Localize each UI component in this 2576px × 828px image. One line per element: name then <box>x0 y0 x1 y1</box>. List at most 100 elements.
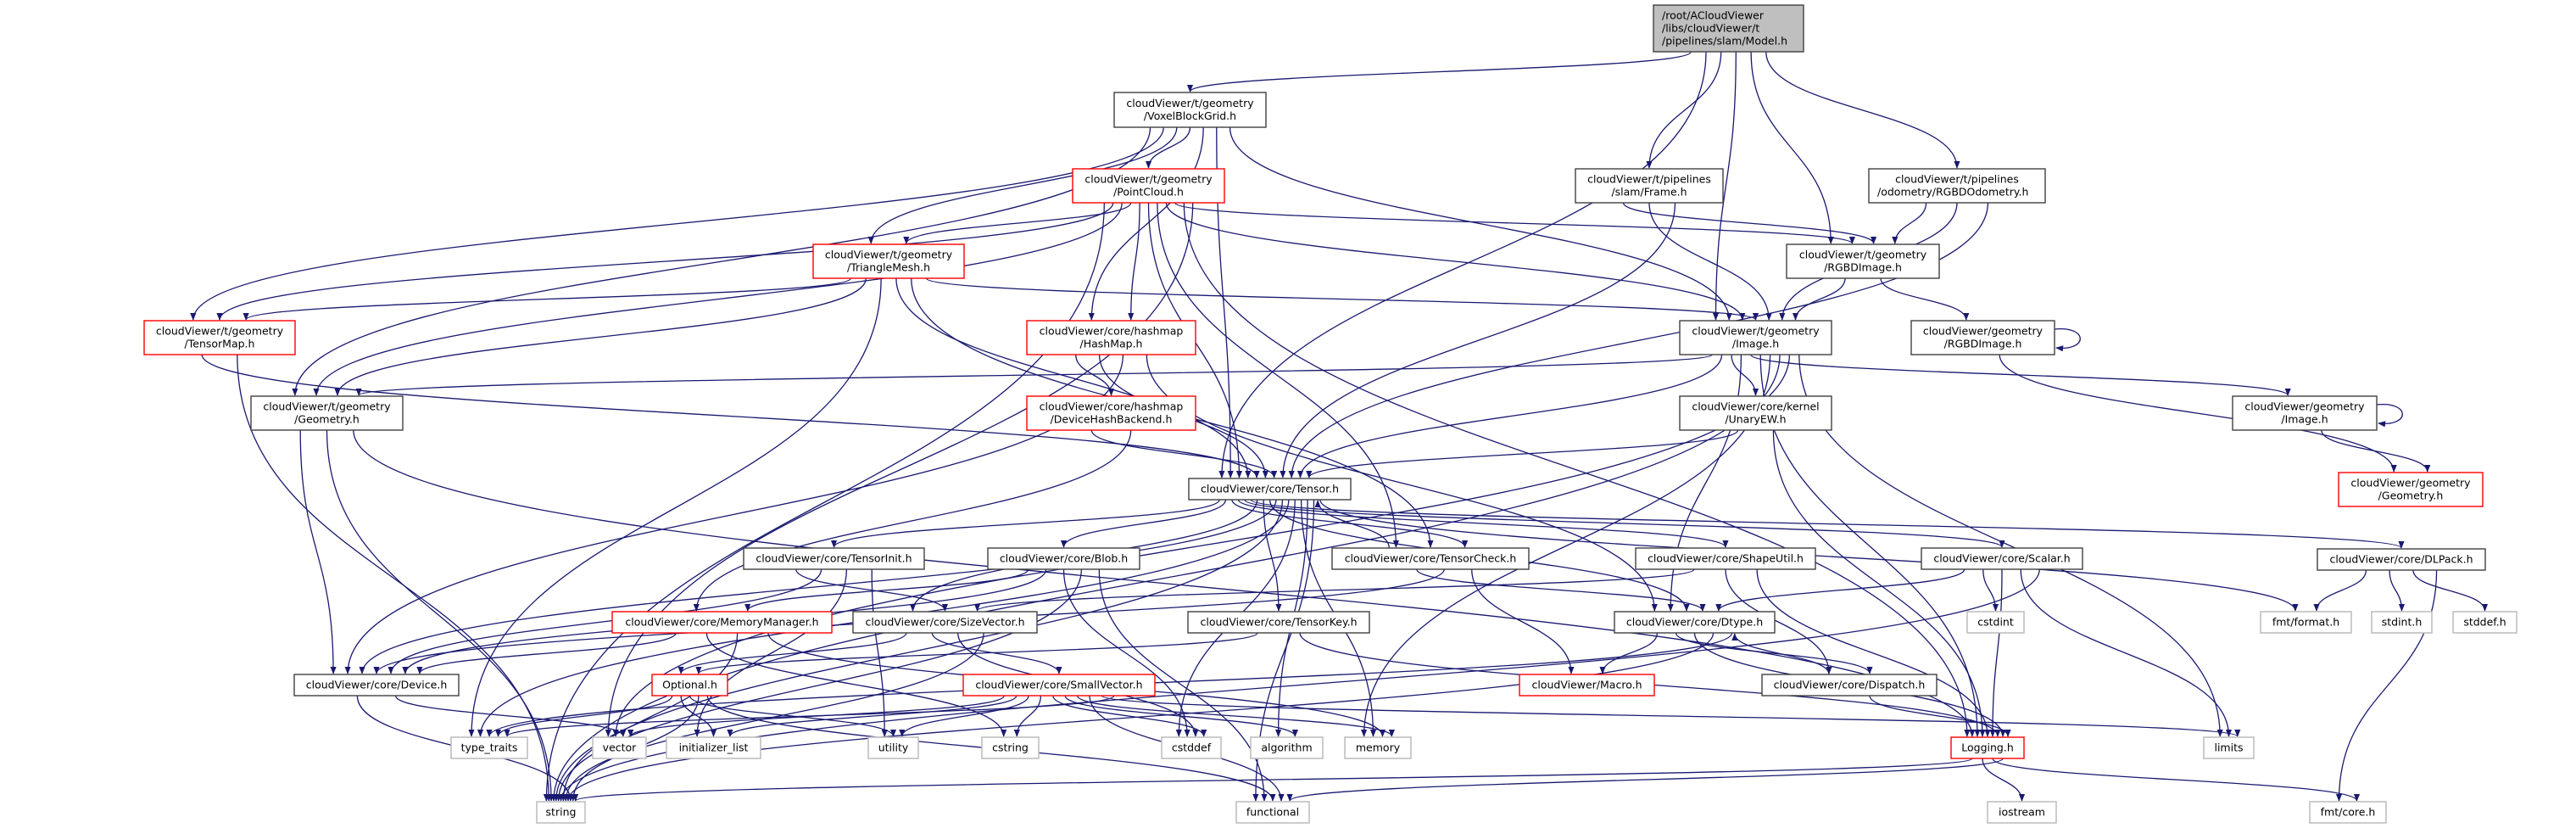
node-box <box>2317 548 2486 571</box>
node-label: cstddef <box>1172 741 1212 754</box>
node-label: cloudViewer/core/TensorKey.h <box>1200 616 1357 629</box>
node-label: cloudViewer/core/hashmap <box>1040 400 1184 413</box>
edge-tensor-to-scalar <box>1244 499 2005 548</box>
node-logging[interactable]: Logging.h <box>1950 736 2025 759</box>
node-label: cloudViewer/core/TensorCheck.h <box>1345 552 1517 565</box>
edge-scalar-to-logging <box>1989 568 2003 737</box>
edge-tgeom-to-device <box>299 429 337 674</box>
node-label: Logging.h <box>1961 741 2014 754</box>
node-dhb[interactable]: cloudViewer/core/hashmap/DeviceHashBacke… <box>1026 395 1196 431</box>
node-label: utility <box>878 741 909 754</box>
node-box <box>987 547 1140 570</box>
node-root[interactable]: /root/ACloudViewer/libs/cloudViewer/t/pi… <box>1653 4 1804 53</box>
node-tensor[interactable]: cloudViewer/core/Tensor.h <box>1188 478 1352 501</box>
node-label: /UnaryEW.h <box>1725 413 1786 426</box>
edge-dlpack-to-fmtcore <box>2335 569 2438 802</box>
node-macro[interactable]: cloudViewer/Macro.h <box>1519 674 1655 697</box>
node-label: cloudViewer/core/MemoryManager.h <box>625 616 818 629</box>
node-box <box>1188 478 1352 501</box>
node-timage[interactable]: cloudViewer/t/geometry/Image.h <box>1679 320 1832 355</box>
edge-timage-to-unary <box>1731 354 1759 396</box>
node-label: cloudViewer/core/DLPack.h <box>2329 553 2473 566</box>
edge-dtype-to-dispatch <box>1675 632 1873 674</box>
node-box <box>1653 4 1804 53</box>
edge-dhb-to-tensor <box>1090 429 1278 478</box>
node-ggeom[interactable]: cloudViewer/geometry/Geometry.h <box>2338 472 2484 507</box>
edge-root-to-timage <box>1712 51 1737 321</box>
node-dtype[interactable]: cloudViewer/core/Dtype.h <box>1614 611 1776 634</box>
edge-memmgr-to-string <box>560 632 739 802</box>
node-label: initializer_list <box>679 741 749 754</box>
node-smallvec[interactable]: cloudViewer/core/SmallVector.h <box>962 674 1156 697</box>
edge-frame-to-tensor <box>1280 202 1676 478</box>
node-sizevec[interactable]: cloudViewer/core/SizeVector.h <box>852 611 1038 634</box>
node-tcheck[interactable]: cloudViewer/core/TensorCheck.h <box>1331 547 1530 570</box>
edge-sizevec-to-optional <box>677 632 907 674</box>
edge-tgeom-to-string <box>326 429 555 802</box>
node-trimesh[interactable]: cloudViewer/t/geometry/TriangleMesh.h <box>812 243 965 279</box>
node-label: iostream <box>1999 806 2045 819</box>
node-scalar[interactable]: cloudViewer/core/Scalar.h <box>1921 547 2083 570</box>
node-box <box>1614 611 1776 634</box>
node-label: cloudViewer/core/hashmap <box>1040 325 1184 338</box>
node-odom[interactable]: cloudViewer/t/pipelines/odometry/RGBDOdo… <box>1868 168 2046 204</box>
node-string: string <box>536 801 586 824</box>
edge-smallvec-to-typetraits <box>504 695 1115 737</box>
node-iostream: iostream <box>1987 801 2057 824</box>
edge-pc-to-tgeom <box>313 202 1123 396</box>
edge-device-to-vector <box>394 695 627 737</box>
nodes-layer: /root/ACloudViewer/libs/cloudViewer/t/pi… <box>143 4 2517 824</box>
edge-tkey-to-optional <box>695 632 1258 674</box>
node-unary[interactable]: cloudViewer/core/kernel/UnaryEW.h <box>1679 395 1832 431</box>
node-label: cloudViewer/core/SizeVector.h <box>865 616 1024 629</box>
node-box <box>1072 168 1225 204</box>
node-box <box>293 674 460 697</box>
edge-logging-to-fmtcore <box>1992 758 2360 802</box>
edge-tcheck-to-macro <box>1471 568 1575 674</box>
edge-tensor-to-tcheck <box>1231 499 1469 548</box>
node-box <box>2232 395 2378 431</box>
node-grgbd[interactable]: cloudViewer/geometry/RGBDImage.h <box>1910 320 2055 355</box>
node-label: cstring <box>992 741 1029 754</box>
node-functional: functional <box>1235 801 1310 824</box>
node-box <box>1966 611 2025 634</box>
node-tensormap[interactable]: cloudViewer/t/geometry/TensorMap.h <box>143 320 296 355</box>
node-memmgr[interactable]: cloudViewer/core/MemoryManager.h <box>611 611 833 634</box>
node-trgbd[interactable]: cloudViewer/t/geometry/RGBDImage.h <box>1786 243 1940 279</box>
edge-smallvec-to-utility <box>899 695 1029 737</box>
node-gimage[interactable]: cloudViewer/geometry/Image.h <box>2232 395 2378 431</box>
node-blob[interactable]: cloudViewer/core/Blob.h <box>987 547 1140 570</box>
edge-pc-to-trimesh <box>903 202 1132 244</box>
node-tinit[interactable]: cloudViewer/core/TensorInit.h <box>743 547 925 570</box>
node-dispatch[interactable]: cloudViewer/core/Dispatch.h <box>1761 674 1938 697</box>
edge-tinit-to-device <box>388 568 822 674</box>
node-stdint: stdint.h <box>2371 611 2433 634</box>
node-optional[interactable]: Optional.h <box>651 674 728 697</box>
edge-scalar-to-limits <box>2020 568 2233 737</box>
node-label: cloudViewer/core/Device.h <box>306 679 448 691</box>
node-pc[interactable]: cloudViewer/t/geometry/PointCloud.h <box>1072 168 1225 204</box>
node-label: cloudViewer/geometry <box>1923 325 2044 338</box>
node-label: cloudViewer/core/Blob.h <box>1000 552 1128 565</box>
node-dlpack[interactable]: cloudViewer/core/DLPack.h <box>2317 548 2486 571</box>
node-tgeom[interactable]: cloudViewer/t/geometry/Geometry.h <box>250 395 404 431</box>
node-box <box>1026 395 1196 431</box>
node-hashmap[interactable]: cloudViewer/core/hashmap/HashMap.h <box>1026 320 1196 355</box>
edge-pc-to-hashmap <box>1128 202 1140 321</box>
node-shape[interactable]: cloudViewer/core/ShapeUtil.h <box>1635 547 1816 570</box>
node-box <box>2452 611 2517 634</box>
node-typetraits: type_traits <box>450 736 528 759</box>
node-frame[interactable]: cloudViewer/t/pipelines/slam/Frame.h <box>1575 168 1724 204</box>
node-label: /HashMap.h <box>1080 338 1143 350</box>
node-box <box>743 547 925 570</box>
node-label: cloudViewer/core/ShapeUtil.h <box>1648 552 1804 565</box>
node-device[interactable]: cloudViewer/core/Device.h <box>293 674 460 697</box>
edge-dtype-to-macro <box>1599 632 1659 674</box>
edge-scalar-to-dtype <box>1715 568 1965 612</box>
node-tkey[interactable]: cloudViewer/core/TensorKey.h <box>1187 611 1370 634</box>
node-vbg[interactable]: cloudViewer/t/geometry/VoxelBlockGrid.h <box>1113 92 1267 128</box>
edge-root-to-odom <box>1765 51 1960 169</box>
node-label: /Geometry.h <box>294 413 360 426</box>
edge-dlpack-to-fmtformat <box>2313 569 2367 612</box>
edge-tinit-to-initlist <box>694 568 848 737</box>
